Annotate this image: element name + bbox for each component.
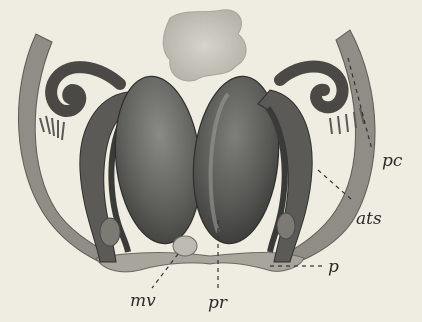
- dorsal-blob: [163, 10, 246, 81]
- left-fringe: [40, 116, 64, 140]
- label-pc: pc: [382, 151, 403, 171]
- right-small-gland: [277, 213, 295, 239]
- label-mv: mv: [130, 291, 156, 311]
- label-pr: pr: [208, 293, 228, 313]
- ventral-plate: [96, 253, 304, 272]
- label-ats: ats: [356, 209, 382, 229]
- left-small-gland: [100, 218, 120, 246]
- label-p: p: [328, 257, 339, 277]
- median-vesicle: [173, 236, 197, 256]
